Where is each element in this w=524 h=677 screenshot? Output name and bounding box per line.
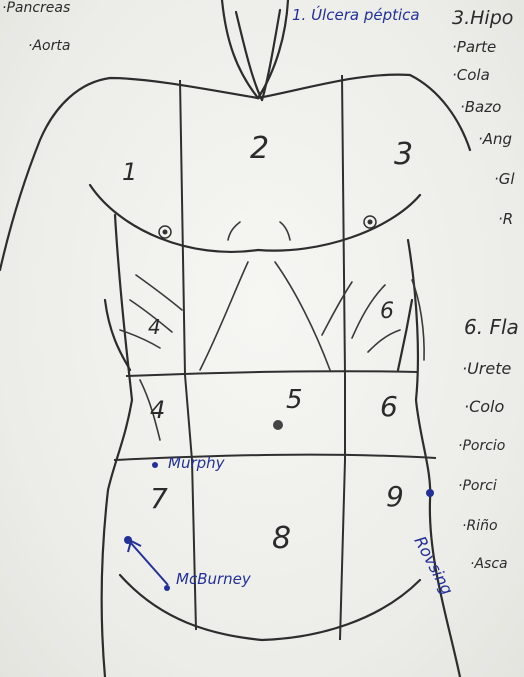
note-right-bottom-6: ·Asca [470, 556, 508, 572]
note-right-bottom-1: ·Urete [462, 359, 511, 378]
region-4-label: 4 [150, 396, 165, 424]
note-right-bottom-5: ·Riño [462, 518, 498, 534]
note-6-title: 6. Fla [464, 315, 519, 339]
note-right-bottom-4: ·Porci [458, 478, 497, 494]
region-6-upper-label: 6 [380, 299, 394, 324]
mcburney-arrow [130, 542, 168, 585]
region-4-upper-label: 4 [148, 315, 161, 339]
rovsing-point-dot [426, 489, 434, 497]
note-right-bottom-2: ·Colo [464, 397, 504, 416]
note-pancreas: ·Pancreas [2, 0, 70, 16]
muscle-strokes [120, 222, 424, 440]
note-right-top-3: ·Bazo [460, 98, 501, 116]
note-right-top-5: ·Gl [494, 170, 515, 188]
region-6-label: 6 [380, 390, 398, 423]
note-aorta: ·Aorta [28, 38, 70, 54]
region-9-label: 9 [386, 480, 404, 513]
rovsing-sign-label: Rovsing [410, 533, 457, 598]
note-ulcer: 1. Úlcera péptica [292, 5, 420, 24]
region-1-label: 1 [122, 158, 137, 186]
region-5-label: 5 [286, 385, 303, 415]
murphy-point-dot [152, 462, 158, 468]
note-right-top-6: ·R [498, 210, 513, 228]
note-right-top-2: ·Cola [452, 66, 490, 84]
region-2-label: 2 [250, 131, 269, 166]
note-right-top-1: ·Parte [452, 38, 496, 56]
note-right-bottom-3: ·Porcio [458, 438, 505, 454]
mcburney-end-dot [164, 585, 170, 591]
region-8-label: 8 [272, 521, 291, 556]
region-3-label: 3 [394, 137, 413, 172]
blue-ink-annotations: 1. Úlcera péptica Murphy McBurney Rovsin… [124, 5, 457, 598]
pencil-notes: ·Pancreas ·Aorta 3.Hipo ·Parte ·Cola ·Ba… [2, 0, 519, 572]
note-3-title: 3.Hipo [452, 7, 513, 29]
note-right-top-4: ·Ang [478, 130, 512, 148]
mcburney-sign-label: McBurney [176, 570, 252, 588]
region-7-label: 7 [150, 482, 168, 515]
region-numbers: 1 2 3 4 5 6 7 8 9 4 6 [122, 131, 413, 556]
murphy-sign-label: Murphy [168, 454, 226, 472]
navel [273, 420, 283, 430]
